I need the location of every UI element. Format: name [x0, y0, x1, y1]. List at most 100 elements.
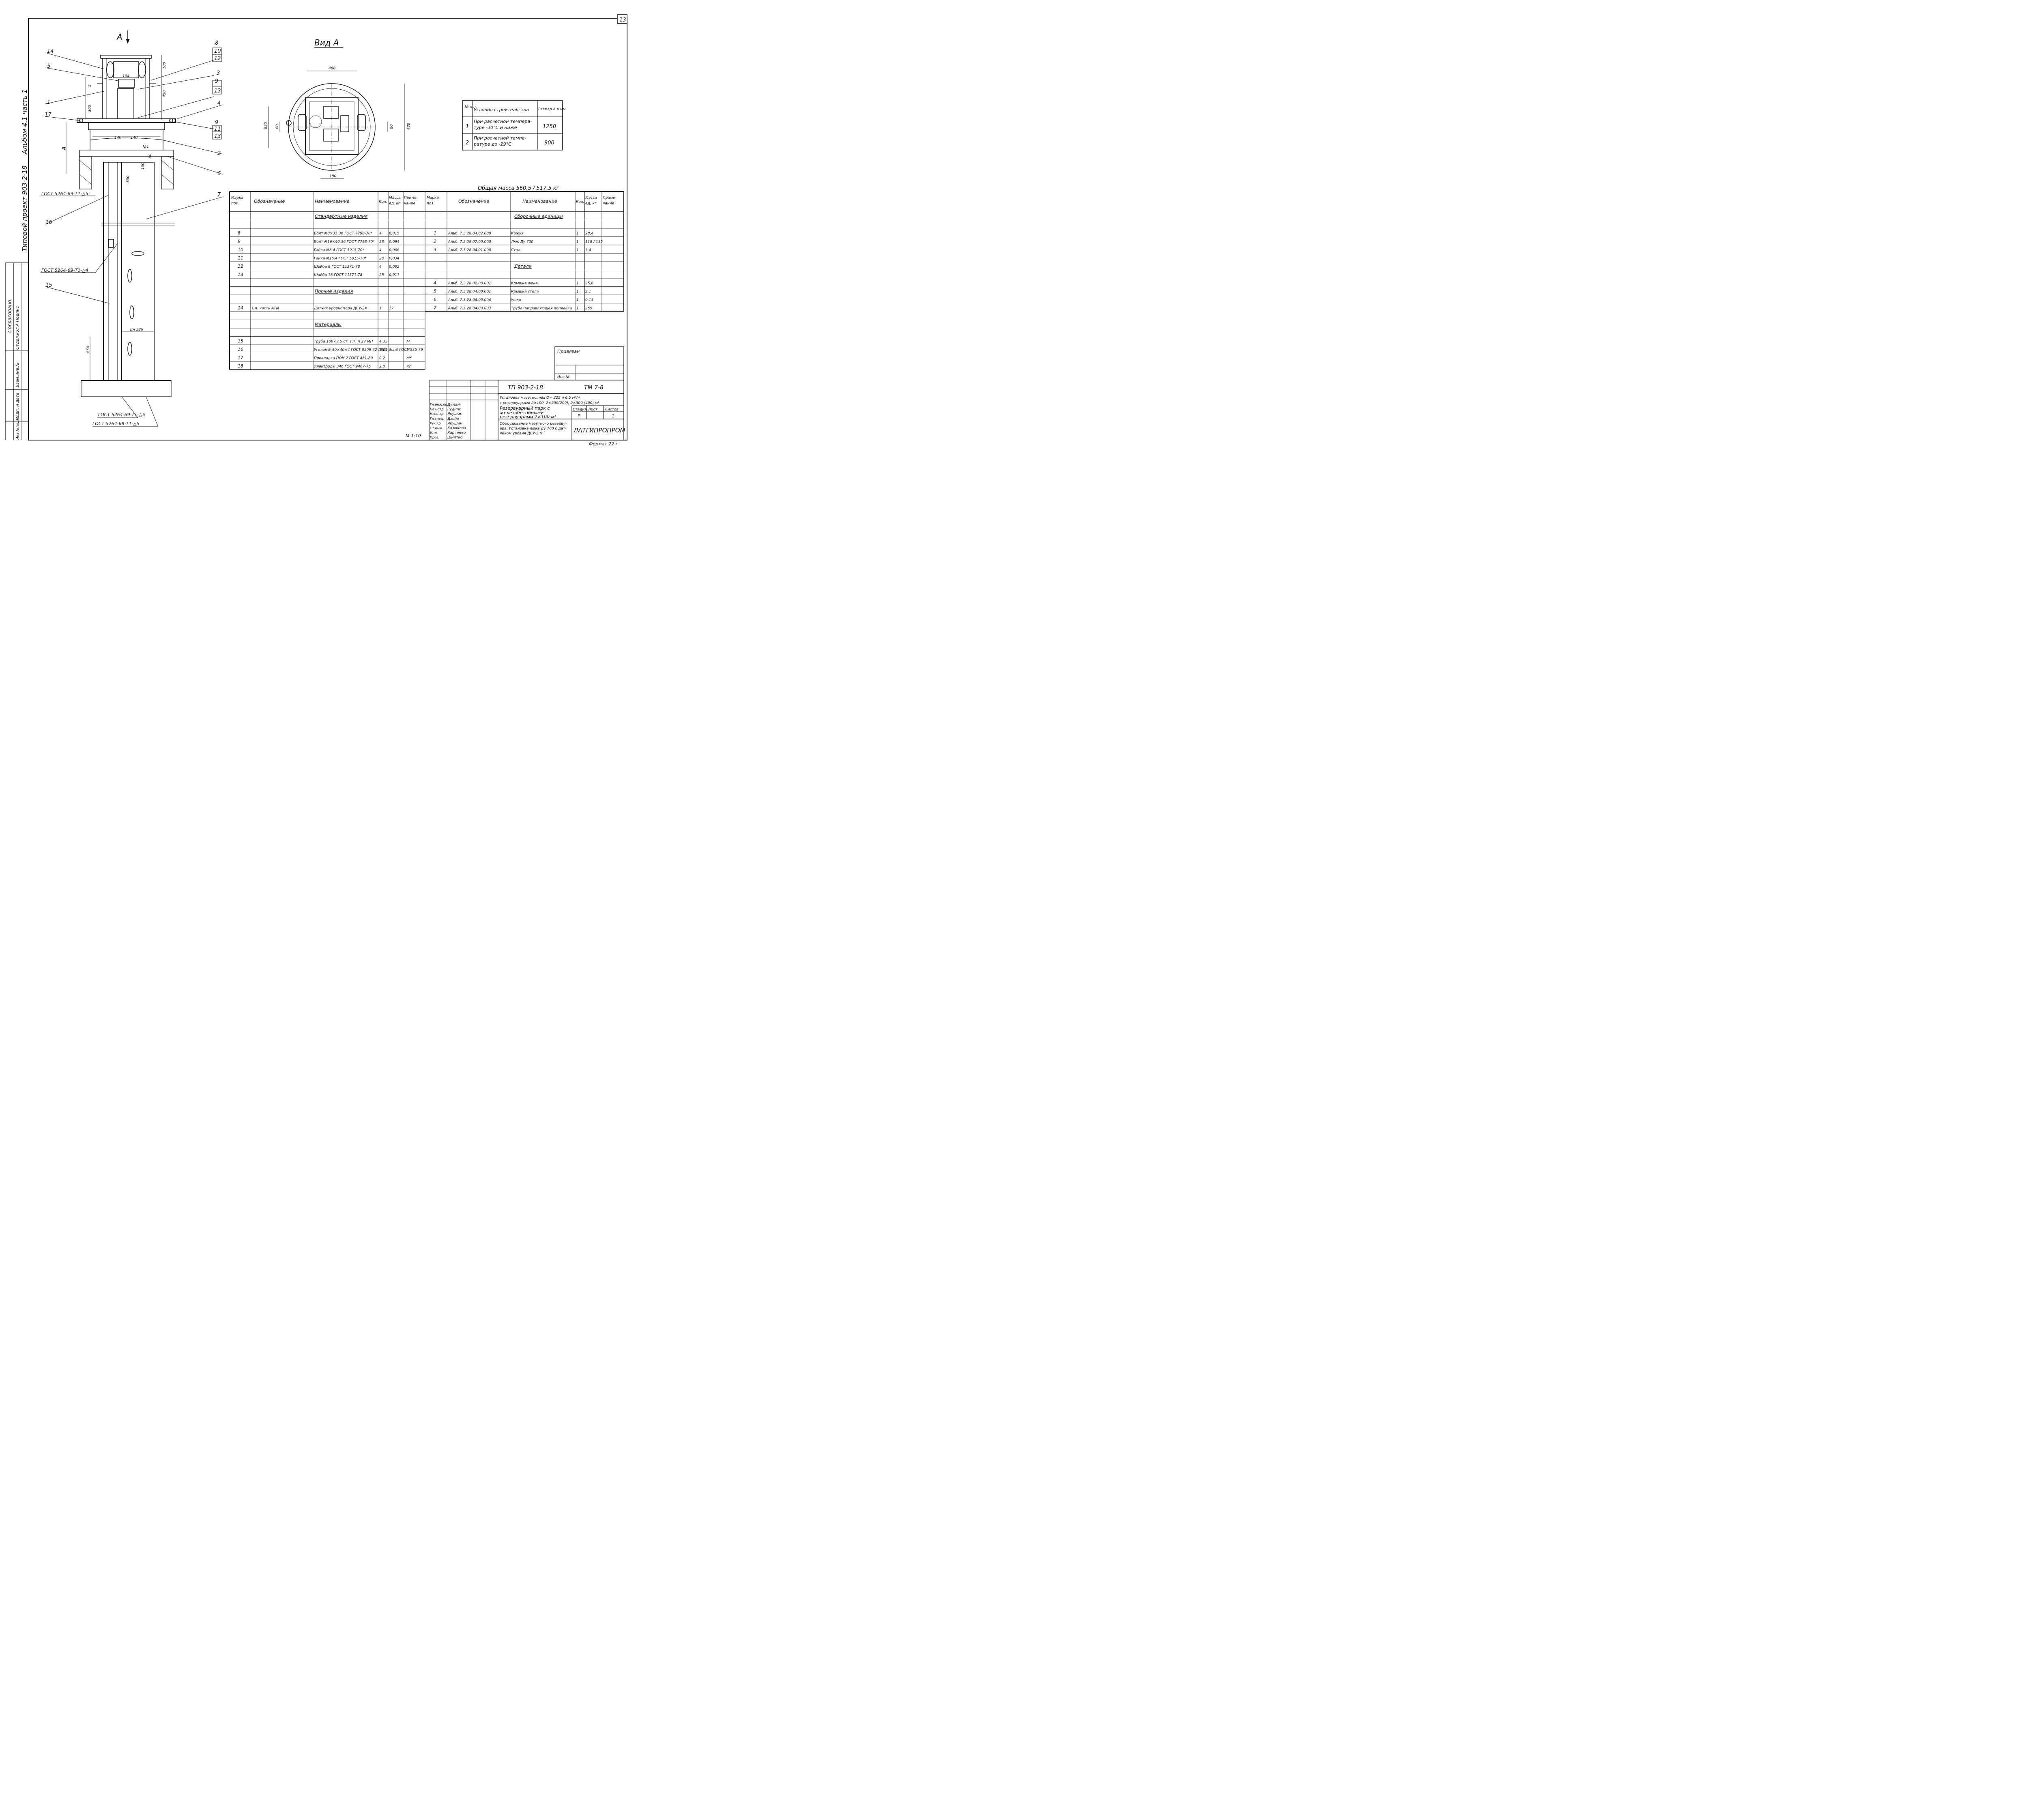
sheet-header: Лист — [588, 408, 598, 412]
spec-left-row-6-mass: 0,002 — [389, 265, 400, 269]
spec-left-row-9-section: Прочие изделия — [315, 289, 353, 294]
binding-inv: Инв.№ — [557, 375, 569, 379]
binding-title: Привязан — [557, 349, 580, 354]
page-number: 13 — [619, 17, 626, 23]
dim-A: A — [61, 146, 67, 150]
callout-labels: 8 10 12 3 9 11 13 4 9 11 13 2 6 7 14 5 1… — [41, 40, 221, 426]
inv-orig-label: Инв.№подл. — [16, 417, 20, 440]
spec-left-row-2-name: Болт М8×35.36 ГОСТ 7798-70* — [314, 232, 373, 236]
spec-right-row-2-designation: Альб. 7.3 28.04.02.000 — [448, 232, 491, 236]
drawing-2: ара. Установка люка Ду 700 с дат- — [500, 427, 567, 431]
spec-right-row-4-mass: 5,4 — [585, 248, 591, 252]
desc-2: с резервуарами 2×100, 2×250(200), 2×500 … — [500, 401, 599, 405]
spec-right-row-10-mass: 0,15 — [585, 298, 593, 302]
spec-left-row-16-name: Уголок Б-40×40×4 ГОСТ 8509-72 / ВСт.3сп3… — [314, 348, 423, 352]
format-label: Формат 22 г — [589, 441, 618, 447]
spec-left-row-3-mass: 0,094 — [389, 240, 400, 244]
spec-left-row-2-mass: 0,015 — [389, 232, 400, 236]
view-dim-80: 80 — [390, 124, 394, 129]
album-label: Альбом 4.1 часть 1 — [21, 89, 28, 155]
spec-left-row-5-mass: 0,034 — [389, 257, 400, 261]
callout-3: 3 — [217, 70, 220, 76]
staff-name: Шнитко — [447, 436, 463, 440]
dim-650: 650 — [86, 346, 90, 353]
org-name: ЛАТГИПРОПРОМ — [573, 427, 625, 434]
spec-left-row-4-name: Гайка М8.4 ГОСТ 5915-70* — [314, 248, 364, 252]
spec-left-row-5-pos: 11 — [238, 256, 243, 261]
spec-right-row-8-designation: Альб. 7.3 28.02.00.001 — [448, 281, 491, 286]
spec-left-row-15-pos: 15 — [238, 339, 243, 344]
spec-left-row-4-mass: 0,006 — [389, 248, 400, 252]
spec-left-row-17-qty: 0,2 — [379, 357, 385, 361]
drawing-3: чиком уровня ДСУ-2 м — [500, 432, 542, 436]
callouts — [41, 47, 223, 427]
spec-header-4-b: ед, кг — [389, 202, 400, 206]
spec-left-row-16-qty: 1,24 — [379, 348, 387, 352]
spec-right-row-10-name: Ушко — [511, 298, 521, 302]
weld-note-4: ГОСТ 5264-69-Т1-△5 — [92, 421, 140, 426]
spec-header-1: Обозначение — [254, 199, 285, 204]
section-elevation: A 104 — [67, 30, 176, 397]
spec-right-row-3-qty: 1 — [576, 240, 579, 244]
callout-14: 14 — [47, 48, 54, 54]
spec-right-row-3-mass: 118 / 135 — [585, 240, 603, 244]
spec-header-3: Кол. — [379, 200, 387, 204]
spec-header-5: Приме- — [404, 196, 418, 200]
staff-name: Якушин — [447, 412, 462, 416]
total-mass: Общая масса 560,5 / 517,5 кг — [478, 185, 559, 191]
spec-left-row-17-pos: 17 — [238, 355, 243, 361]
spec-right-row-2-pos: 1 — [434, 230, 436, 236]
callout-8: 8 — [215, 40, 218, 46]
staff-name: Хазюкова — [447, 426, 466, 430]
spec-header-5-b: чание — [404, 202, 416, 206]
title-block-staff: Гл.инж.пр.ДуманНач.отд.РудинсН.контр.Яку… — [430, 403, 466, 440]
staff-name: Якушин — [447, 421, 462, 425]
cond-2-b: ратуре до -29°С — [473, 142, 511, 147]
callout-12: 12 — [214, 56, 221, 62]
dim-dn: Дн 326 — [129, 328, 143, 332]
view-dim-820: 820 — [264, 122, 268, 129]
spec-right-row-9-name: Крышка стола — [511, 290, 539, 294]
spec-right-row-9-designation: Альб. 7.3 28.04.00.001 — [448, 290, 491, 294]
spec-right-row-8-mass: 25,6 — [585, 281, 593, 286]
spec-left-row-7-qty: 28 — [379, 273, 384, 277]
dim-300b: 300 — [126, 176, 130, 183]
cond-h-size: Размер А в мм — [538, 107, 566, 112]
spec-left-row-17-note: м² — [406, 355, 412, 361]
spec-header-10: Масса — [585, 196, 597, 200]
spec-right-row-4-designation: Альб. 7.3 28.04.01.000 — [448, 248, 491, 252]
callout-9a: 9 — [215, 78, 218, 84]
spec-left-row-11-qty: 1 — [379, 307, 382, 311]
dim-140b: 140 — [131, 136, 137, 140]
spec-right-row-10-pos: 6 — [434, 297, 436, 302]
spec-header-11-b: чание — [603, 202, 614, 206]
dim-n1: №1 — [142, 145, 149, 149]
callout-15: 15 — [45, 282, 52, 288]
staff-name: Харченко — [447, 431, 466, 435]
conditions-table — [462, 100, 563, 150]
spec-right-row-11-pos: 7 — [434, 305, 436, 311]
spec-left-row-16-pos: 16 — [238, 347, 243, 352]
spec-header-6-b: поз. — [427, 202, 434, 206]
spec-left-row-15-qty: 4,35 — [379, 340, 387, 344]
dim-100: 100 — [141, 163, 145, 170]
cond-2-a: При расчетной темпе- — [474, 135, 526, 141]
weld-note-2: ГОСТ 5264-69-Т1-△4 — [41, 268, 88, 273]
dim-140a: 140 — [114, 136, 121, 140]
callout-16: 16 — [45, 219, 52, 226]
spec-right-row-3-name: Люк Ду 700 — [511, 240, 533, 244]
view-title: Вид А — [314, 38, 339, 47]
weld-note-3: ГОСТ 5264-69-Т1-△5 — [98, 412, 145, 417]
spec-header-11: Приме- — [603, 196, 617, 200]
spec-left-row-6-name: Шайба 8 ГОСТ 11371-78 — [314, 265, 360, 269]
callout-17: 17 — [45, 112, 52, 118]
spec-right-row-10-designation: Альб. 7.3 28.04.00.004 — [448, 298, 491, 302]
callout-5: 5 — [47, 63, 50, 69]
spec-left-row-3-name: Болт М16×40.36 ГОСТ 7798-70* — [314, 240, 375, 244]
callout-4: 4 — [217, 100, 221, 106]
callout-6: 6 — [217, 171, 221, 177]
spec-right-row-11-mass: 259 — [585, 307, 592, 311]
spec-left-row-3-qty: 28 — [379, 240, 384, 244]
spec-right-row-9-pos: 5 — [434, 289, 436, 294]
